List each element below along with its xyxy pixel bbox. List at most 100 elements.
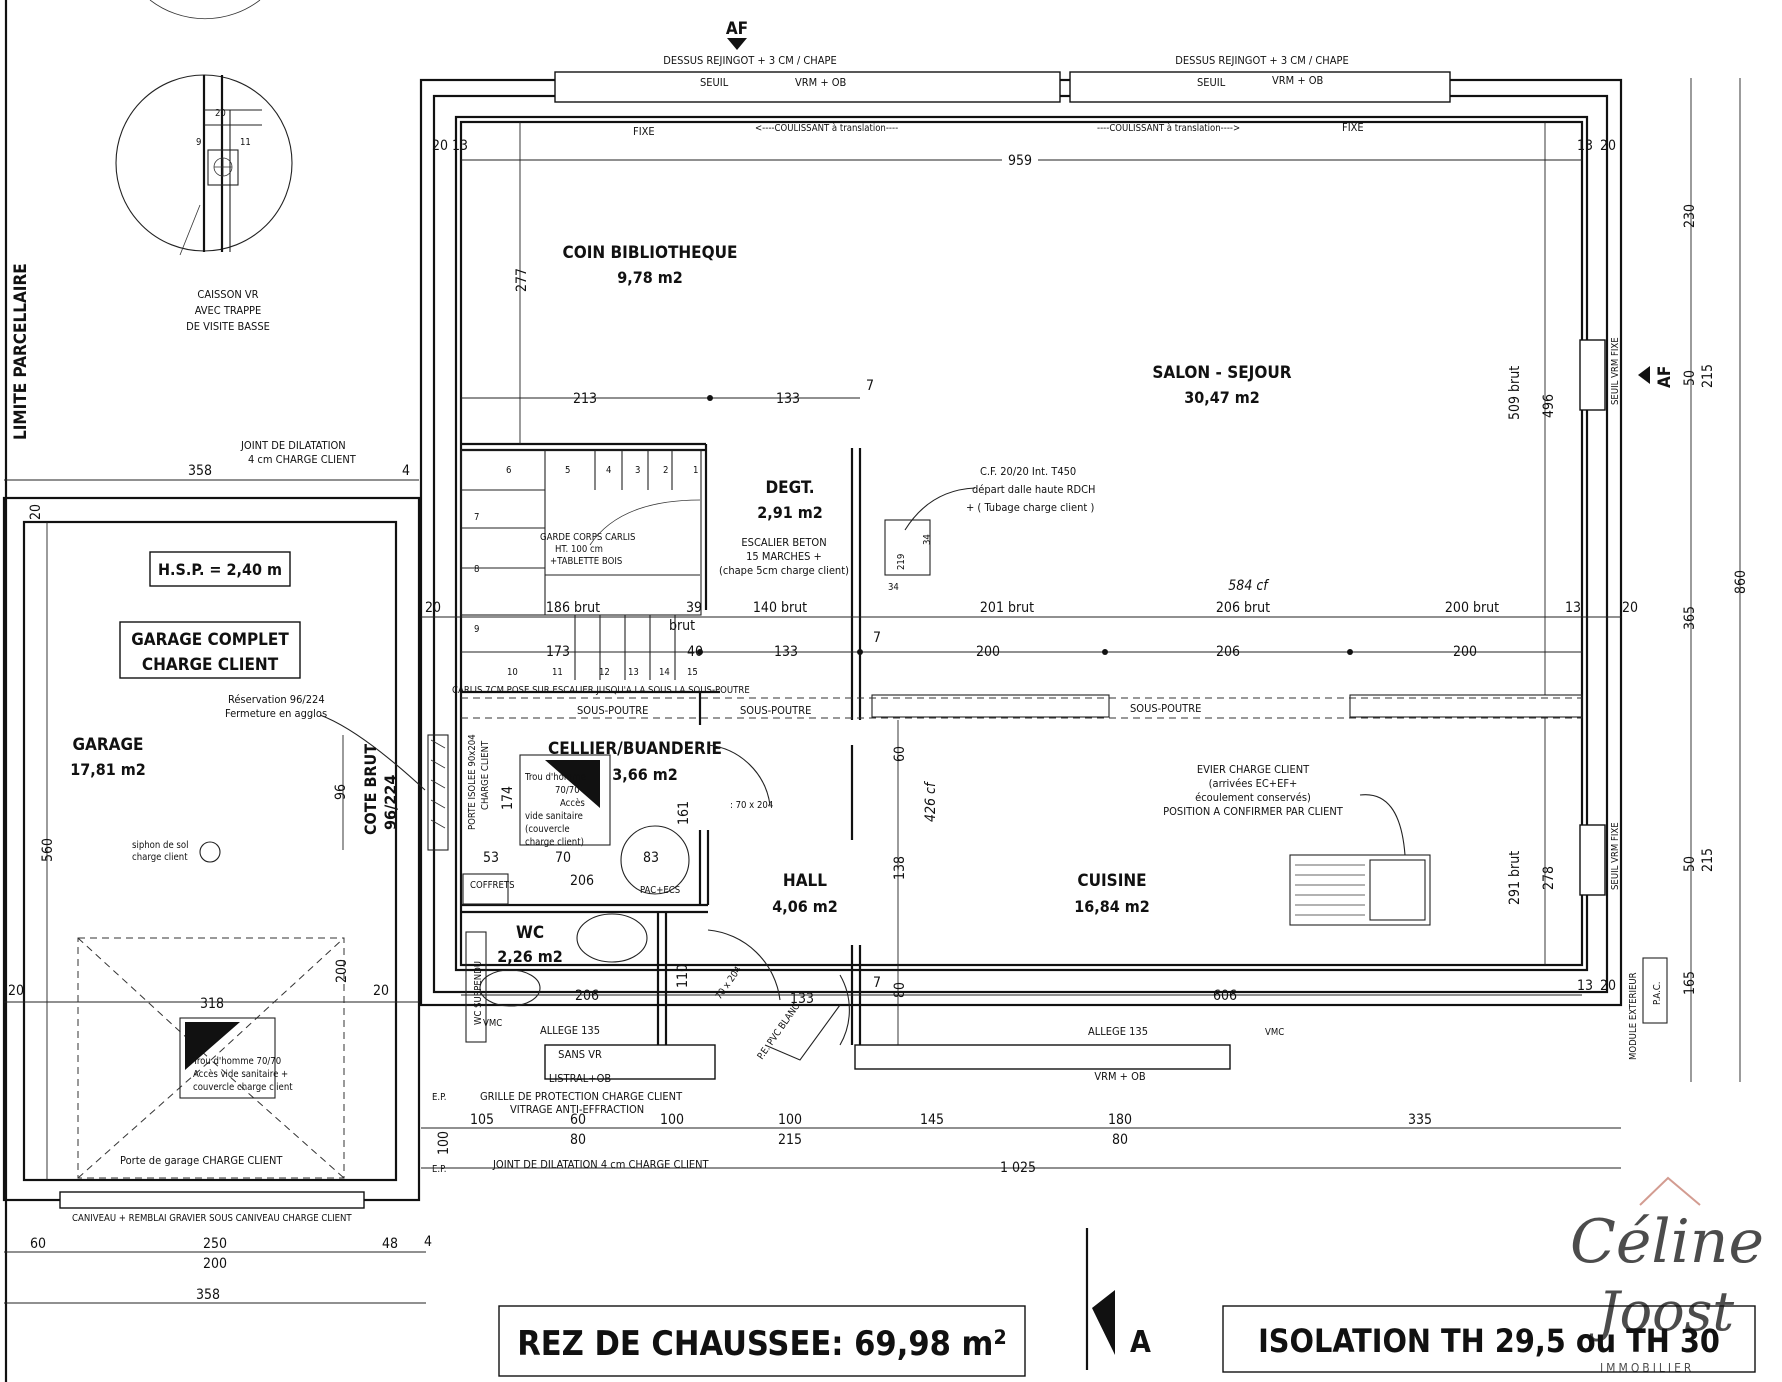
title-box (498, 1305, 1026, 1377)
trou-cellier-3: Accès (560, 798, 585, 809)
listral-ob: LISTRAL+OB (549, 1072, 612, 1085)
title-text: REZ DE CHAUSSEE: 69,98 m² (517, 1324, 1007, 1364)
logo-line-1: Céline (1570, 1207, 1764, 1277)
entry-door-swing (839, 974, 850, 1046)
caisson-detail: 20 9 11 CAISSON VR AVEC TRAPPE DE VISITE… (115, 0, 293, 333)
detail-label-3: DE VISITE BASSE (186, 320, 270, 333)
evier-note-4: POSITION A CONFIRMER PAR CLIENT (1163, 805, 1344, 818)
joint-top-2: 4 cm CHARGE CLIENT (248, 453, 357, 466)
dim-34-v: 34 (922, 534, 933, 545)
reservation-2: Fermeture en agglos (225, 707, 327, 720)
allege-135-right: ALLEGE 135 (1088, 1025, 1148, 1038)
dim-7-mid: 7 (873, 630, 881, 646)
stair-step-9: 9 (474, 624, 479, 635)
dim-80-hall: 80 (892, 982, 908, 998)
room-cuisine-area: 16,84 m2 (1074, 897, 1150, 916)
evier-note-2: (arrivées EC+EF+ (1209, 777, 1298, 790)
garde-corps-1: GARDE CORPS CARLIS (540, 532, 636, 543)
dim-7-bot: 7 (873, 975, 881, 991)
pe-pvc-label: P.E. PVC BLANC (755, 1001, 802, 1061)
hsp-label: H.S.P. = 2,40 m (158, 560, 282, 579)
dim-13-tr: 13 (1577, 138, 1593, 154)
trou-homme-garage: Trou d'homme 70/70 Accès vide sanitaire … (179, 1017, 293, 1099)
dim-20-g-left: 20 (8, 983, 24, 999)
rejingot-right: DESSUS REJINGOT + 3 CM / CHAPE (1175, 54, 1348, 67)
sous-poutre-2: SOUS-POUTRE (740, 704, 811, 717)
porte-isolee-2: CHARGE CLIENT (480, 740, 491, 810)
dim-100-v: 100 (436, 1131, 452, 1155)
insulation-box (1222, 1305, 1756, 1373)
room-garage-name: GARAGE (72, 735, 143, 755)
cf-note-3: + ( Tubage charge client ) (966, 501, 1094, 514)
dim-60-bot: 60 (570, 1112, 586, 1128)
dim-860: 860 (1733, 570, 1749, 594)
grille-note-2: VITRAGE ANTI-EFFRACTION (510, 1103, 644, 1116)
room-cellier-name: CELLIER/BUANDERIE (548, 739, 722, 759)
dim-20-garage: 20 (28, 504, 44, 520)
detail-label-2: AVEC TRAPPE (195, 304, 262, 317)
dim-80-bot2: 80 (1112, 1132, 1128, 1148)
coulissant-right: ----COULISSANT à translation----> (1097, 123, 1240, 134)
vrm-right: VRM + OB (1272, 74, 1324, 87)
garde-corps-2: HT. 100 cm (555, 544, 603, 555)
detail-dim-11: 11 (240, 137, 251, 148)
room-cellier-area: 3,66 m2 (612, 765, 678, 784)
hsp-box (149, 551, 291, 587)
af-top-label: AF (726, 19, 748, 39)
dim-70-cellier: 70 (555, 850, 571, 866)
room-salon-name: SALON - SEJOUR (1152, 363, 1291, 383)
dim-140-brut: 140 brut (753, 600, 807, 616)
caniveau-label: CANIVEAU + REMBLAI GRAVIER SOUS CANIVEAU… (72, 1213, 352, 1224)
dim-358-top: 358 (188, 463, 212, 479)
dim-48: 48 (382, 1236, 398, 1252)
dim-133-mid: 133 (774, 644, 798, 660)
room-wc-area: 2,26 m2 (497, 947, 563, 966)
dim-145: 145 (920, 1112, 944, 1128)
sans-vr: SANS VR (558, 1048, 602, 1061)
entry-door-frame (764, 1004, 841, 1061)
dim-105: 105 (470, 1112, 494, 1128)
cf-note-1: C.F. 20/20 Int. T450 (980, 465, 1076, 478)
dim-133-top: 133 (776, 391, 800, 407)
escalier-note-2: 15 MARCHES + (746, 550, 822, 563)
dim-291-brut: 291 brut (1507, 851, 1523, 905)
dim-50-bot: 50 (1682, 856, 1698, 872)
garage-walls (2, 496, 449, 1209)
detail-dim-20: 20 (215, 108, 226, 119)
dim-219: 219 (896, 554, 907, 570)
stair-step-7: 7 (474, 512, 479, 523)
dim-200-garage: 200 (334, 959, 350, 983)
dim-215-bot: 215 (1700, 848, 1716, 872)
grille-note-1: GRILLE DE PROTECTION CHARGE CLIENT (480, 1090, 683, 1103)
dim-318: 318 (200, 996, 224, 1012)
room-hall-name: HALL (783, 871, 827, 891)
stair-step-4: 4 (606, 465, 611, 476)
dim-959: 959 (1008, 153, 1032, 169)
stair-step-14: 14 (659, 667, 670, 678)
pac-ecs-label: PAC+ECS (640, 885, 680, 896)
dim-13-bot: 13 (1577, 978, 1593, 994)
dim-509-brut: 509 brut (1507, 366, 1523, 420)
dim-13-mid: 13 (1565, 600, 1581, 616)
door-swing-wc (707, 929, 781, 1001)
trou-garage-3: couvercle charge client (193, 1082, 293, 1093)
dim-20-bot: 20 (1600, 978, 1616, 994)
cote-brut-2: 96/224 (381, 775, 400, 830)
room-salon-area: 30,47 m2 (1184, 388, 1260, 407)
logo-sub: IMMOBILIER (1600, 1361, 1694, 1375)
coulissant-left: <----COULISSANT à translation---- (755, 123, 898, 134)
dim-250: 250 (203, 1236, 227, 1252)
dim-206-wc: 206 (575, 988, 599, 1004)
dim-96: 96 (333, 784, 349, 800)
dim-200-brut: 200 brut (1445, 600, 1499, 616)
trou-cellier-6: charge client) (525, 837, 584, 848)
fixe-left: FIXE (633, 125, 655, 138)
vmc-wc: VMC (483, 1018, 502, 1029)
fixe-right: FIXE (1342, 121, 1364, 134)
dim-426-cf: 426 cf (923, 780, 939, 822)
reservation-1: Réservation 96/224 (228, 693, 325, 706)
stair-step-1: 1 (693, 465, 698, 476)
dim-100-a: 100 (660, 1112, 684, 1128)
dim-4-top: 4 (402, 463, 410, 479)
dim-215-bot-row: 215 (778, 1132, 802, 1148)
